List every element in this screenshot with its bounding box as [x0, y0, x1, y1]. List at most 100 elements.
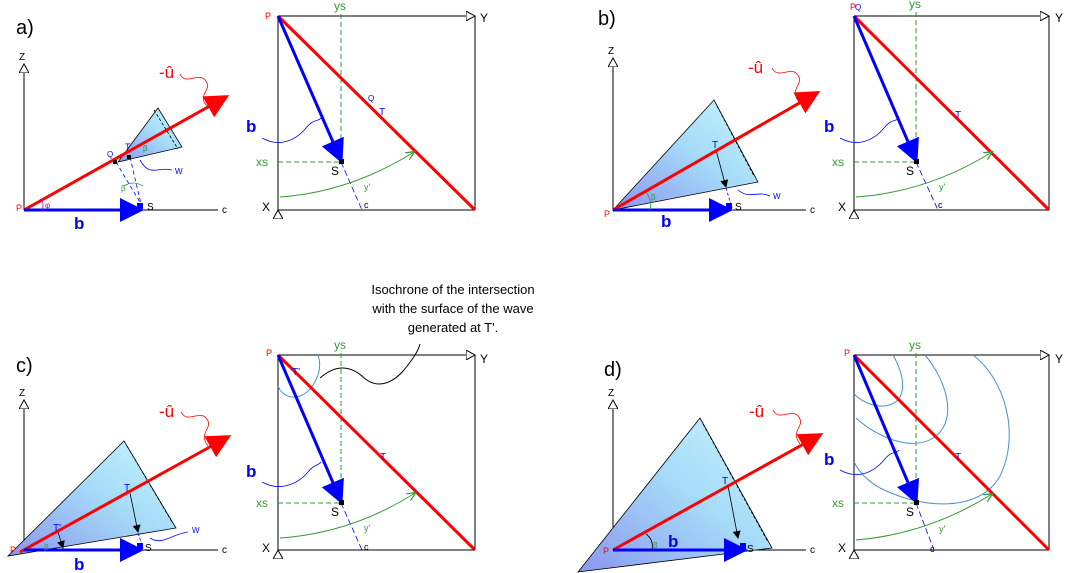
- z-label: Z: [608, 388, 614, 399]
- x-label: X: [838, 541, 846, 555]
- beta-label: β: [143, 144, 148, 153]
- p-label: P: [266, 348, 272, 358]
- b-leader: [261, 117, 322, 143]
- b-projection: [276, 354, 344, 505]
- beta-arc: [645, 533, 653, 551]
- y-prime-arc: [855, 152, 992, 198]
- p-label: P: [10, 545, 16, 555]
- w-leader: [737, 189, 771, 197]
- w-label: W: [192, 526, 200, 535]
- xs-label: xs: [256, 155, 268, 169]
- u-leader: [771, 67, 800, 103]
- u-vector: [23, 95, 230, 212]
- c-label: c: [810, 545, 815, 556]
- p-label: P: [604, 209, 610, 219]
- t-label: T: [955, 452, 961, 463]
- cone-dashed-edge: [716, 105, 755, 177]
- s-label: S: [906, 164, 914, 178]
- w-label: W: [175, 167, 183, 176]
- z-label: Z: [19, 388, 25, 399]
- u-vector: [612, 91, 821, 212]
- s-label: S: [145, 543, 152, 554]
- wave-cone: [117, 107, 183, 163]
- t-arrow: [129, 492, 141, 533]
- s-label: S: [906, 505, 914, 519]
- x-label: X: [838, 200, 846, 214]
- y-label: Y: [1055, 11, 1063, 25]
- t-label: T: [124, 483, 130, 494]
- t-arrow: [727, 485, 741, 539]
- u-leader: [180, 411, 209, 447]
- dashed-line: [915, 161, 939, 211]
- t-label: T: [722, 476, 728, 487]
- s-label: S: [331, 164, 339, 178]
- u-label: -û: [159, 63, 174, 82]
- panel-d-label: d): [604, 359, 622, 381]
- x-label: X: [262, 200, 270, 214]
- p-label: P: [844, 348, 850, 358]
- s-label: S: [331, 505, 339, 519]
- dashed-line: [115, 161, 142, 205]
- panel-c-plane: Y X ys xs S P T' T c y' b: [246, 338, 488, 555]
- q-marker: [113, 160, 117, 164]
- diagonal-line: [276, 353, 477, 552]
- panel-d: d) Z c -û b S P β T: [577, 359, 824, 573]
- u-label: -û: [159, 402, 174, 421]
- beta-label: β: [651, 193, 656, 202]
- t-prime-arrow: [57, 531, 65, 549]
- b-label: b: [661, 212, 671, 231]
- q-label: Q: [368, 94, 374, 103]
- u-label: -û: [749, 402, 764, 421]
- diagonal-line: [276, 14, 477, 212]
- x-label: X: [262, 541, 270, 555]
- c-label: c: [222, 205, 227, 216]
- c-label: c: [364, 200, 369, 210]
- panel-c: c) Z c -û b S P β T' T W: [6, 355, 232, 573]
- c-label: c: [938, 200, 943, 210]
- y-prime-label: y': [364, 182, 371, 192]
- u-vector: [19, 435, 232, 554]
- isochrone-curve: [277, 354, 320, 398]
- t-label: T: [125, 142, 131, 152]
- s-marker: [726, 203, 732, 209]
- p-label: P: [850, 2, 856, 12]
- y-prime-label: y': [939, 524, 946, 534]
- dashed-line: [915, 502, 935, 551]
- panel-b-plane: Y X ys xs S P Q T c y' b: [824, 0, 1063, 214]
- xs-label: xs: [832, 496, 844, 510]
- b-label: b: [668, 532, 678, 551]
- isochrone-note: Isochrone of the intersection with the s…: [371, 282, 535, 335]
- beta-label: β: [44, 543, 49, 552]
- isochrone-curve: [855, 354, 949, 444]
- s-marker: [137, 543, 143, 549]
- ys-label: ys: [909, 0, 921, 11]
- y-prime-label: y': [939, 182, 946, 192]
- z-label: Z: [19, 52, 25, 63]
- y-label: Y: [480, 352, 488, 366]
- w-leader: [149, 531, 189, 542]
- diagonal-line: [852, 14, 1051, 212]
- b-leader: [261, 461, 322, 487]
- u-vector: [612, 433, 824, 552]
- t-prime-label: T': [292, 367, 300, 378]
- panel-a-label: a): [16, 17, 34, 39]
- dashed-line: [340, 161, 363, 211]
- dashed-line: [129, 156, 142, 205]
- diagonal-line: [852, 353, 1051, 552]
- p-label: P: [603, 546, 609, 556]
- panel-a: a) Z c β β -û b S P φ T Q W: [16, 17, 230, 233]
- s-marker: [339, 159, 344, 164]
- t-marker: [127, 155, 131, 159]
- beta-label: β: [121, 184, 126, 193]
- panel-d-plane: Y X ys xs S P T c y' b: [824, 338, 1063, 555]
- t-prime-label: T': [53, 523, 61, 534]
- p-label: P: [16, 203, 22, 213]
- t-label: T: [380, 452, 386, 463]
- panel-a-plane: Y X ys xs S P Q T c y' b: [246, 0, 488, 214]
- y-label: Y: [480, 11, 488, 25]
- y-prime-arc: [279, 493, 415, 539]
- y-prime-arc: [279, 152, 414, 198]
- b-label: b: [74, 555, 84, 573]
- beta-arc: [123, 182, 144, 187]
